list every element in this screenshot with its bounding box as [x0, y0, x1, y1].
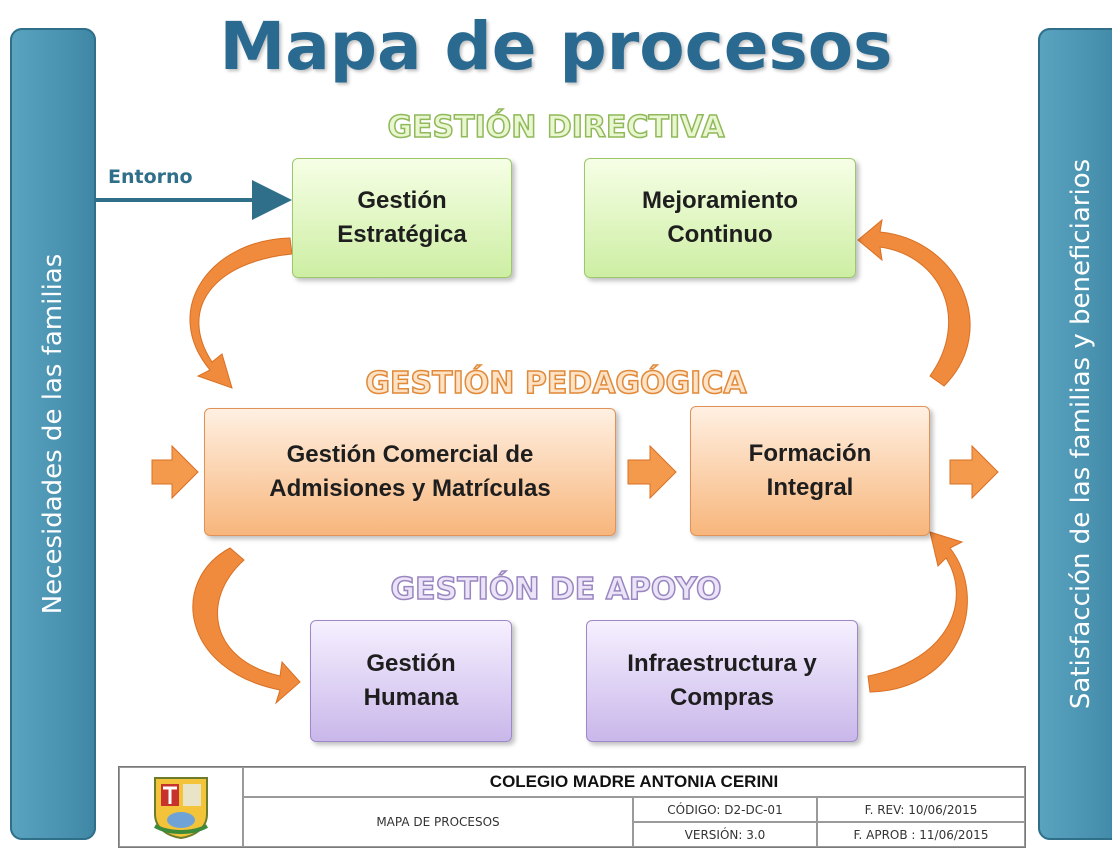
- document-footer: COLEGIO MADRE ANTONIA CERINI MAPA DE PRO…: [118, 766, 1026, 848]
- box-line: Integral: [766, 474, 854, 501]
- box-infraestructura-compras: Infraestructura y Compras: [586, 620, 858, 742]
- doc-name: MAPA DE PROCESOS: [243, 797, 633, 847]
- doc-code: CÓDIGO: D2-DC-01: [633, 797, 817, 822]
- curve-arrow-directiva-to-pedagogica: [189, 237, 293, 389]
- box-line: Infraestructura y: [627, 650, 817, 678]
- box-line: Admisiones y Matrículas: [269, 475, 551, 502]
- box-line: Formación: [748, 440, 872, 468]
- box-line: Gestión Comercial de: [286, 441, 534, 469]
- section-title-directiva: GESTIÓN DIRECTIVA: [387, 109, 726, 146]
- box-line: Humana: [363, 684, 459, 711]
- doc-version: VERSIÓN: 3.0: [633, 822, 817, 847]
- box-line: Gestión: [357, 187, 447, 215]
- doc-approval-date: F. APROB : 11/06/2015: [817, 822, 1025, 847]
- doc-review-date: F. REV: 10/06/2015: [817, 797, 1025, 822]
- page-title: Mapa de procesos: [219, 8, 893, 85]
- box-line: Mejoramiento: [641, 187, 799, 215]
- box-line: Gestión: [366, 650, 456, 678]
- curve-arrow-formacion-to-mejoramiento: [857, 218, 971, 387]
- curve-arrow-pedagogica-to-apoyo: [192, 547, 301, 705]
- box-line: Compras: [669, 684, 775, 711]
- school-crest-icon: [154, 777, 208, 840]
- box-line: Continuo: [667, 221, 773, 248]
- box-line: Estratégica: [337, 221, 467, 248]
- curve-arrow-apoyo-to-formacion: [867, 531, 968, 693]
- section-title-pedagogica: GESTIÓN PEDAGÓGICA: [365, 365, 748, 402]
- right-side-bar: Satisfacción de las familias y beneficia…: [1038, 28, 1112, 840]
- output-arrow: [949, 444, 999, 500]
- entorno-label: Entorno: [108, 166, 193, 188]
- input-arrow: [151, 444, 199, 500]
- middle-arrow: [627, 444, 677, 500]
- school-name: COLEGIO MADRE ANTONIA CERINI: [243, 767, 1025, 797]
- box-gestion-comercial: Gestión Comercial de Admisiones y Matrícu…: [204, 408, 616, 536]
- logo-cell: [119, 767, 243, 847]
- section-title-apoyo: GESTIÓN DE APOYO: [390, 571, 723, 608]
- left-side-bar: Necesidades de las familias: [10, 28, 96, 840]
